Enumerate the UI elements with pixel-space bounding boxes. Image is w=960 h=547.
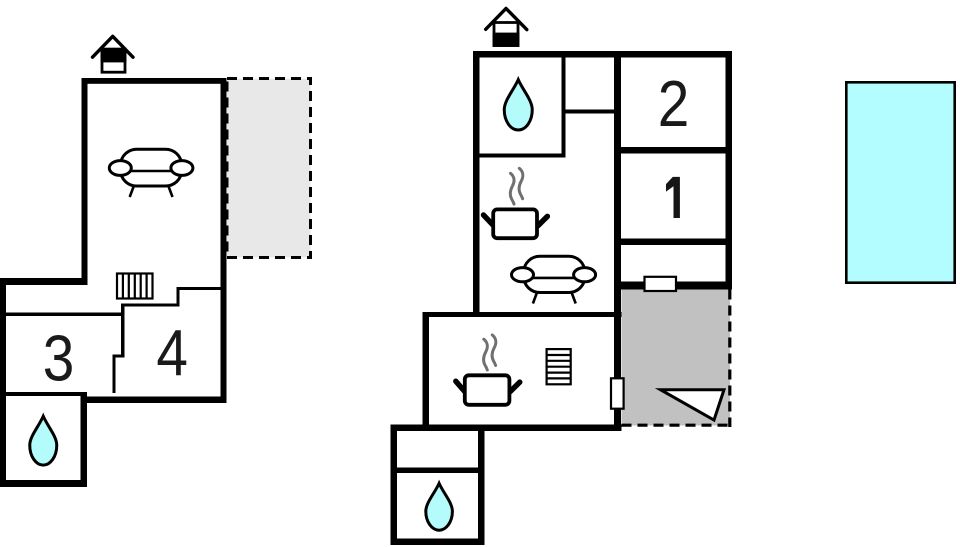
svg-text:2: 2	[658, 67, 690, 139]
svg-text:3: 3	[43, 322, 75, 394]
svg-text:4: 4	[156, 317, 188, 389]
